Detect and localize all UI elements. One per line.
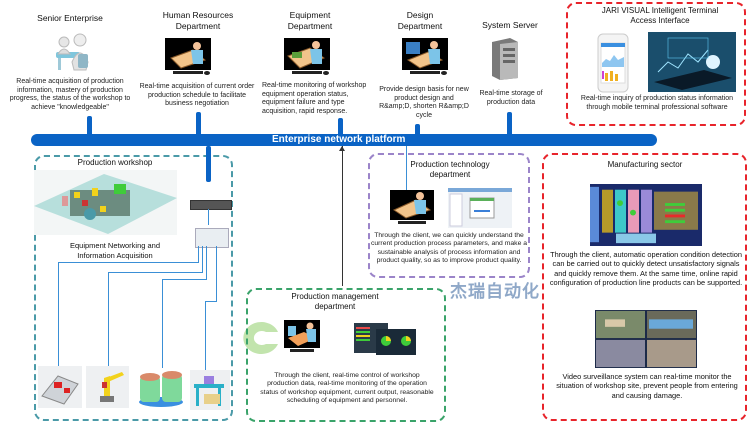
enterprise-network-platform-label: Enterprise network platform — [272, 134, 406, 145]
person-at-computer-icon — [163, 36, 213, 78]
system-server-title: System Server — [482, 20, 538, 30]
person-at-computer-icon — [282, 36, 332, 78]
connector-equipment — [338, 118, 343, 138]
manufacturing-sector-panel — [542, 153, 747, 421]
plc-link-2-horizontal — [108, 272, 202, 273]
network-switch-icon — [190, 200, 232, 210]
machining-center-icon — [38, 366, 82, 408]
coil-rolls-icon — [137, 368, 185, 408]
hr-department-description: Real-time acquisition of current order p… — [139, 83, 255, 108]
enterprise-network-platform-bar — [31, 134, 657, 146]
terminal-interface-title: JARI VISUAL Intelligent Terminal Access … — [601, 6, 719, 25]
plc-link-1-horizontal — [58, 262, 198, 263]
connector-design — [415, 124, 420, 138]
plc-controller-icon — [195, 228, 229, 248]
plc-link-3-horizontal — [162, 279, 206, 280]
senior-enterprise-title: Senior Enterprise — [37, 13, 103, 23]
person-at-computer-icon — [388, 188, 436, 228]
connector-hr — [196, 112, 201, 138]
manufacturing-sector-title: Manufacturing sector — [607, 160, 683, 169]
connector-production-management — [342, 146, 343, 286]
connector-workshop-switch — [206, 146, 211, 182]
production-workshop-subtitle: Equipment Networking and Information Acq… — [69, 241, 161, 260]
production-workshop-panel — [34, 155, 233, 421]
senior-enterprise-description: Real-time acquisition of production info… — [9, 78, 131, 111]
server-tower-icon — [490, 36, 520, 80]
plc-link-2-vertical — [202, 246, 203, 273]
production-technology-panel — [368, 153, 530, 278]
users-meeting-icon — [52, 32, 92, 74]
tablet-hologram-image — [648, 32, 736, 92]
watermark-logo — [240, 318, 280, 358]
production-management-title: Production management department — [291, 292, 379, 311]
production-workshop-title: Production workshop — [77, 158, 153, 167]
system-server-description: Real-time storage of production data — [479, 90, 543, 106]
person-at-computer-icon — [400, 36, 450, 78]
person-at-computer-icon — [282, 318, 322, 356]
workbench-icon — [190, 370, 230, 410]
robot-arm-icon — [86, 366, 129, 408]
terminal-interface-description: Real-time inquiry of production status i… — [580, 95, 734, 111]
device-link-2 — [108, 272, 109, 368]
arrow-up-icon — [339, 146, 345, 151]
factory-layout-image — [34, 170, 177, 235]
plc-link-1-vertical — [198, 246, 199, 263]
hr-department-title: Human Resources Department — [162, 10, 234, 31]
video-surveillance-description: Video surveillance system can real-time … — [556, 372, 738, 400]
video-surveillance-image — [595, 310, 697, 368]
monitoring-screens-image — [354, 323, 418, 357]
design-department-title: Design Department — [397, 10, 443, 31]
connector-server — [507, 112, 512, 138]
plc-link-4-horizontal — [205, 301, 217, 302]
watermark-text: 杰瑞自动化 — [450, 282, 540, 302]
switch-plc-link — [208, 209, 209, 225]
software-screenshot-image — [448, 188, 512, 228]
production-technology-description: Through the client, we can quickly under… — [370, 232, 528, 265]
equipment-department-description: Real-time monitoring of workshop equipme… — [262, 82, 367, 115]
design-department-description: Provide design basis for new product des… — [379, 86, 469, 119]
plc-link-3-vertical — [206, 246, 207, 280]
production-management-panel — [246, 288, 446, 422]
smartphone-icon — [597, 33, 629, 93]
production-technology-title: Production technology department — [410, 160, 490, 179]
device-link-4 — [205, 301, 206, 371]
connector-production-technology — [406, 146, 407, 190]
device-link-3 — [162, 279, 163, 368]
manufacturing-sector-description: Through the client, automatic operation … — [549, 250, 743, 288]
terminal-interface-panel — [566, 2, 746, 126]
device-link-1 — [58, 262, 59, 368]
plc-link-4-vertical — [216, 246, 217, 302]
equipment-department-title: Equipment Department — [287, 10, 333, 31]
connector-senior-enterprise — [87, 116, 92, 138]
production-management-description: Through the client, real-time control of… — [260, 372, 434, 405]
hmi-control-screen-image — [590, 184, 702, 246]
